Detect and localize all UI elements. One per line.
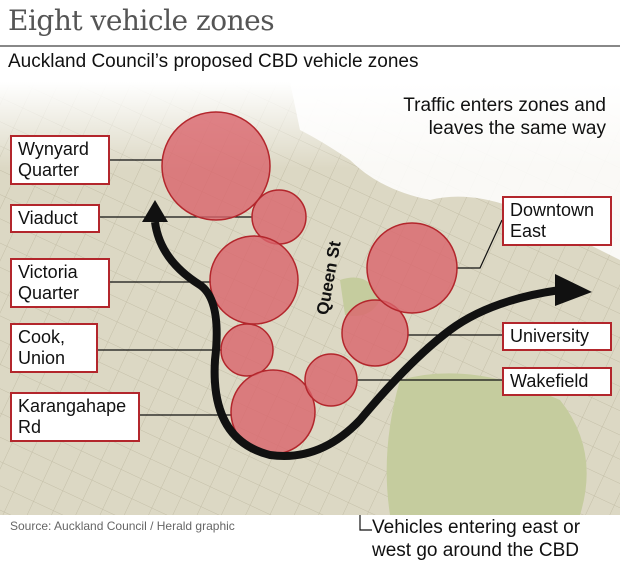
label-line: Wynyard <box>18 139 89 159</box>
label-viaduct: Viaduct <box>10 204 100 233</box>
zone-downtown-east[interactable] <box>366 222 458 314</box>
route-arrow-east-icon <box>555 274 592 306</box>
label-line: Victoria <box>18 262 78 282</box>
zone-wynyard-quarter[interactable] <box>161 111 271 221</box>
route-arrow-west-icon <box>142 200 168 222</box>
note-line: leaves the same way <box>428 118 606 139</box>
label-line: Downtown <box>510 200 595 220</box>
zone-cook-union[interactable] <box>220 323 274 377</box>
label-wakefield: Wakefield <box>502 367 612 396</box>
page-title: Eight vehicle zones <box>8 4 275 37</box>
note-line: Traffic enters zones and <box>403 95 606 116</box>
zone-victoria-quarter[interactable] <box>209 235 299 325</box>
label-line: Viaduct <box>18 208 78 228</box>
label-line: Union <box>18 348 66 368</box>
subtitle: Auckland Council’s proposed CBD vehicle … <box>8 51 419 72</box>
label-university: University <box>502 322 612 351</box>
label-line: Quarter <box>18 283 80 303</box>
label-line: Cook, <box>18 327 66 347</box>
zone-wakefield[interactable] <box>304 353 358 407</box>
label-cook-union: Cook,Union <box>10 323 98 373</box>
zone-university[interactable] <box>341 299 409 367</box>
divider <box>0 45 620 47</box>
label-line: Karangahape <box>18 396 127 416</box>
zone-circles <box>161 111 458 455</box>
label-line: Wakefield <box>510 371 589 391</box>
label-line: Rd <box>18 417 42 437</box>
route-note-line: west go around the CBD <box>372 540 580 561</box>
route-note: Vehicles entering east or west go around… <box>372 516 580 562</box>
traffic-note: Traffic enters zones and leaves the same… <box>403 94 606 140</box>
source-credit: Source: Auckland Council / Herald graphi… <box>10 519 235 533</box>
route-line <box>151 221 561 460</box>
route-note-line: Vehicles entering east or <box>372 517 581 538</box>
label-line: University <box>510 326 590 346</box>
label-line: Quarter <box>18 160 80 180</box>
label-line: East <box>510 221 547 241</box>
